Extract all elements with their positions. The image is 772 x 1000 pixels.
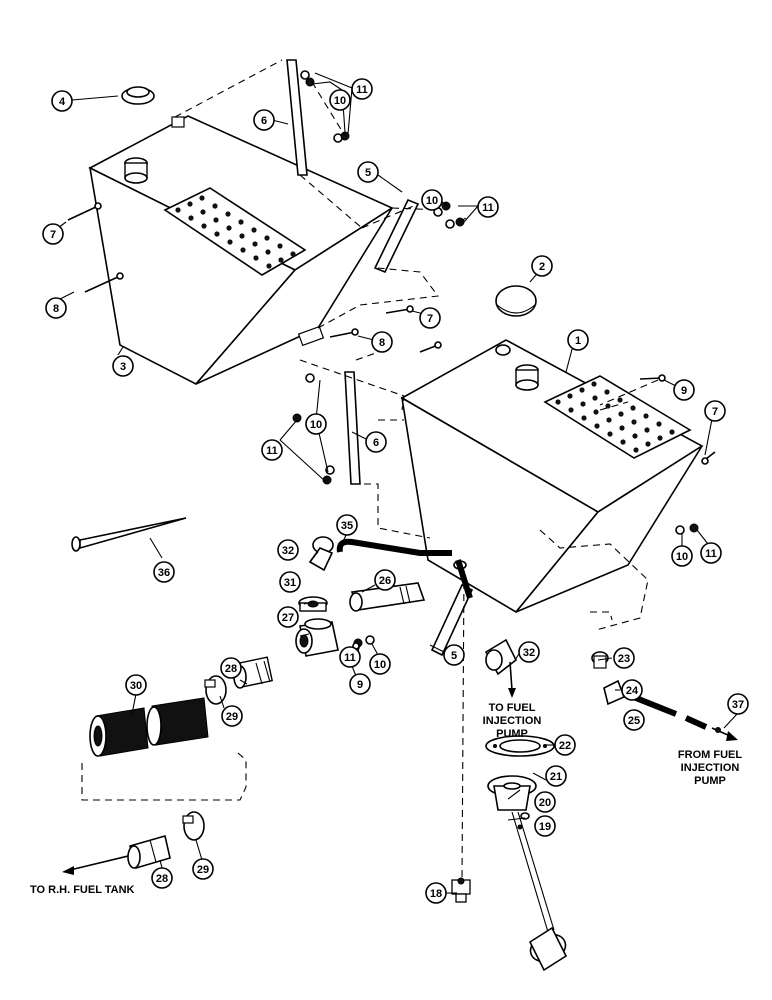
- callout-3-label: 3: [120, 361, 126, 373]
- filler-cap-right: [495, 285, 537, 317]
- callout-11e-label: 11: [344, 652, 356, 664]
- callout-6b-label: 6: [373, 437, 379, 449]
- note-from-injection-pump-line3: PUMP: [694, 775, 726, 787]
- callout-32b-label: 32: [523, 647, 535, 659]
- callout-10c-label: 10: [310, 419, 322, 431]
- callout-36-label: 36: [158, 567, 170, 579]
- callout-8b-label: 8: [379, 337, 385, 349]
- callout-31-label: 31: [284, 577, 296, 589]
- drain-fitting: [451, 877, 471, 903]
- callout-22-label: 22: [559, 740, 571, 752]
- callout-23-label: 23: [618, 653, 630, 665]
- callout-10a-label: 10: [334, 95, 346, 107]
- callout-35-label: 35: [341, 520, 353, 532]
- callout-6a-label: 6: [261, 115, 267, 127]
- callout-20-label: 20: [539, 797, 551, 809]
- fuel-line-assembly: [62, 536, 738, 875]
- callout-1-label: 1: [575, 335, 581, 347]
- callout-11d-label: 11: [705, 548, 717, 560]
- callout-28a-label: 28: [225, 663, 237, 675]
- callout-11c-label: 11: [266, 445, 278, 457]
- note-from-injection-pump-line1: FROM FUEL: [678, 749, 742, 761]
- callout-5a-label: 5: [365, 167, 371, 179]
- callout-11b-label: 11: [482, 202, 494, 214]
- callout-9a-label: 9: [681, 385, 687, 397]
- callout-29b-label: 29: [197, 864, 209, 876]
- callout-8a-label: 8: [53, 303, 59, 315]
- callout-7a-label: 7: [50, 229, 56, 241]
- callout-10d-label: 10: [676, 551, 688, 563]
- callout-30-label: 30: [130, 680, 142, 692]
- mounting-straps: [286, 59, 474, 657]
- callout-28b-label: 28: [156, 873, 168, 885]
- sender-unit: [485, 735, 568, 972]
- callout-7c-label: 7: [712, 406, 718, 418]
- callout-9b-label: 9: [357, 679, 363, 691]
- callout-21-label: 21: [550, 771, 562, 783]
- flow-notes: TO FUEL INJECTION PUMP FROM FUEL INJECTI…: [30, 702, 742, 896]
- assembly-dashed-lines: [81, 59, 659, 881]
- callout-5b-label: 5: [451, 650, 457, 662]
- callout-27-label: 27: [282, 612, 294, 624]
- left-tank-perforated-plate: [175, 195, 296, 269]
- callout-18-label: 18: [430, 888, 442, 900]
- bolts: [67, 202, 716, 666]
- callout-11a-label: 11: [356, 84, 368, 96]
- callout-4-label: 4: [59, 96, 66, 108]
- note-to-rh-fuel-tank: TO R.H. FUEL TANK: [30, 884, 135, 896]
- rod: [71, 517, 187, 552]
- filler-cap-left: [121, 86, 155, 105]
- note-from-injection-pump-line2: INJECTION: [681, 762, 740, 774]
- right-fuel-tank: [400, 339, 704, 614]
- callouts: 1 2 3 4 5 5 6 6 7 7 7 8 8 9 9 10 10 10 1…: [42, 72, 749, 904]
- callout-32a-label: 32: [282, 545, 294, 557]
- callout-7b-label: 7: [427, 313, 433, 325]
- callout-37-label: 37: [732, 699, 744, 711]
- left-fuel-tank: [88, 115, 394, 385]
- callout-26-label: 26: [379, 575, 391, 587]
- callout-10e-label: 10: [374, 659, 386, 671]
- callout-29a-label: 29: [226, 711, 238, 723]
- note-to-injection-pump-line3: PUMP: [496, 728, 528, 740]
- callout-25-label: 25: [628, 715, 640, 727]
- note-to-injection-pump-line2: INJECTION: [483, 715, 542, 727]
- callout-19-label: 19: [539, 821, 551, 833]
- note-to-injection-pump-line1: TO FUEL: [489, 702, 536, 714]
- callout-24-label: 24: [626, 685, 639, 697]
- right-tank-perforated-plate: [555, 381, 675, 453]
- callout-2-label: 2: [539, 261, 545, 273]
- callout-10b-label: 10: [426, 195, 438, 207]
